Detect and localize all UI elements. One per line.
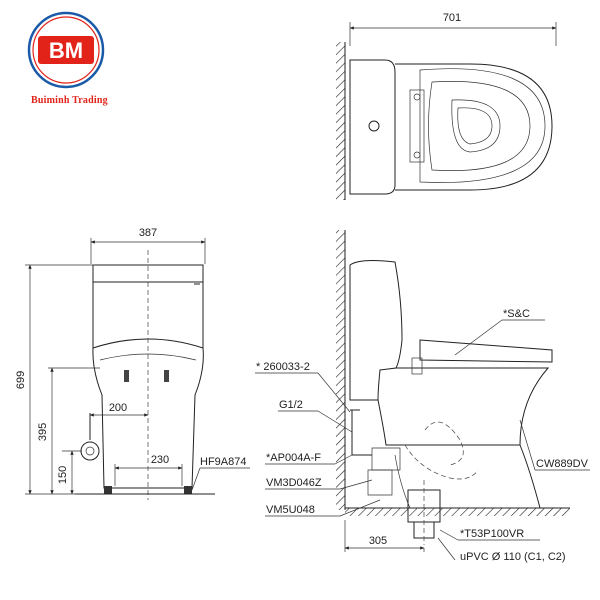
part-labels: *S&C * 260033-2 G1/2 *AP004A-F VM3D046Z … xyxy=(255,308,590,563)
top-view: 701 xyxy=(336,12,557,200)
floor-hatch xyxy=(345,508,570,516)
label-seat: *S&C xyxy=(503,308,530,320)
label-foot: HF9A874 xyxy=(200,456,246,468)
dim-inlet-offset: 200 xyxy=(109,402,127,414)
label-pipe: uPVC Ø 110 (C1, C2) xyxy=(460,551,566,563)
label-bracket: * 260033-2 xyxy=(256,361,310,373)
label-flange: VM3D046Z xyxy=(266,477,322,489)
brand-logo: BM Buiminh Trading xyxy=(27,11,108,106)
dim-height-395: 395 xyxy=(37,423,49,441)
dim-front-width: 387 xyxy=(139,227,157,239)
label-body: CW889DV xyxy=(536,458,589,470)
dim-top-width: 701 xyxy=(443,12,461,24)
dim-foot-span: 230 xyxy=(151,454,169,466)
logo-ring xyxy=(27,11,105,89)
label-base: VM5U048 xyxy=(266,504,315,516)
wall-hatch-top xyxy=(336,42,345,200)
tank-top xyxy=(349,59,396,195)
seat-side xyxy=(419,339,553,363)
body-front xyxy=(92,347,204,489)
front-view: 387 200 230 699 395 xyxy=(15,227,250,500)
label-drain: *T53P100VR xyxy=(460,528,524,540)
side-view: 305 xyxy=(336,230,570,552)
dim-rough-in: 305 xyxy=(369,535,387,547)
flush-button xyxy=(368,120,380,132)
brand-name: Buiminh Trading xyxy=(31,95,108,106)
label-valve: *AP004A-F xyxy=(266,452,321,464)
dim-height-150: 150 xyxy=(57,466,69,484)
label-inlet: G1/2 xyxy=(279,399,303,411)
wall-hatch-side xyxy=(336,230,345,510)
tank-side xyxy=(349,260,403,401)
logo-badge xyxy=(38,36,94,64)
logo-text: BM xyxy=(49,38,83,63)
bowl-side xyxy=(377,367,550,446)
dim-height-total: 699 xyxy=(15,371,27,389)
